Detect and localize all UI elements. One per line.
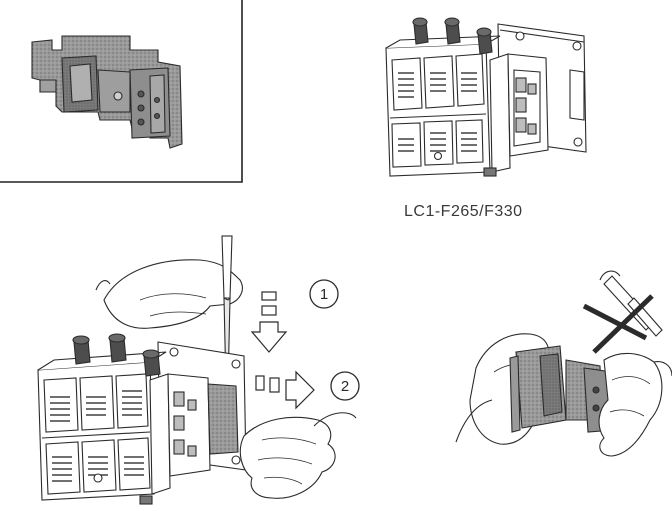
step-1-arrow bbox=[250, 291, 288, 353]
terminal-screws bbox=[412, 17, 493, 55]
step-2-badge: 2 bbox=[330, 371, 360, 401]
step-2-arrow bbox=[255, 370, 315, 410]
prohibited-tool-icon bbox=[582, 270, 663, 354]
contactor-assembled-illustration bbox=[385, 17, 587, 177]
coil-inset-panel bbox=[0, 0, 243, 183]
screwdriver bbox=[221, 235, 233, 299]
hands-holding-coil-illustration bbox=[455, 333, 672, 457]
step-1-badge: 1 bbox=[309, 279, 339, 309]
model-label: LC1-F265/F330 bbox=[404, 203, 523, 220]
pole-columns bbox=[389, 53, 487, 168]
coil-assembly-illustration bbox=[31, 35, 183, 149]
step-2-number: 2 bbox=[341, 378, 349, 395]
inset-frame bbox=[0, 0, 243, 183]
step-1-number: 1 bbox=[320, 286, 328, 303]
coil-removal-illustration bbox=[37, 235, 357, 505]
